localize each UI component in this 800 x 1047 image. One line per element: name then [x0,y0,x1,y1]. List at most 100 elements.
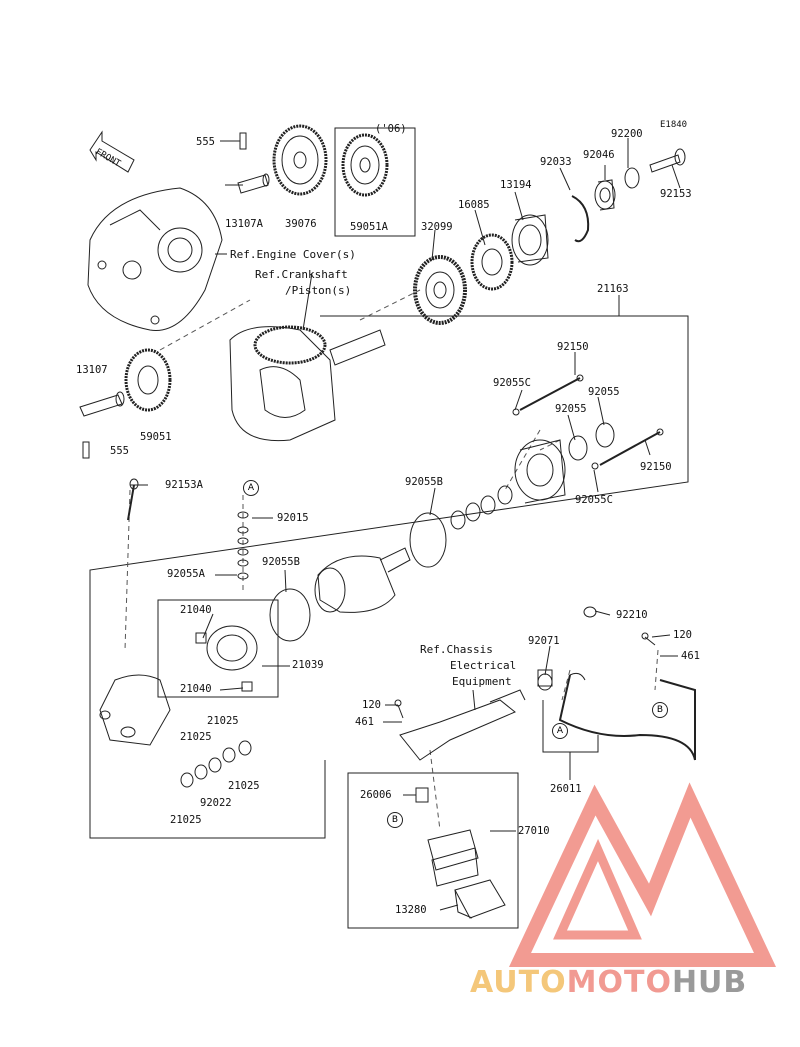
bolt-120-right [641,632,656,646]
bushing-13107 [79,391,125,417]
label-13107: 13107 [76,364,108,376]
label-120-right: 120 [673,629,692,641]
gear-59051A [341,133,389,197]
label-26011: 26011 [550,783,582,795]
label-39076: 39076 [285,218,317,230]
front-arrow-icon [89,130,135,173]
label-555-bottom: 555 [110,445,129,457]
callout-B-left: B [387,812,403,828]
group-21039-box [157,599,279,698]
year-note: ('06) [375,123,407,135]
label-92200: 92200 [611,128,643,140]
label-21025-4: 21025 [170,814,202,826]
dowel-pin-555-top [239,132,247,150]
bolt-92150-right [599,428,664,466]
label-13107A: 13107A [225,218,263,230]
label-59051: 59051 [140,431,172,443]
dowel-pin-555-bottom [82,441,90,459]
label-92055B-mid: 92055B [262,556,300,568]
label-59051A: 59051A [350,221,388,233]
label-92055-b: 92055 [555,403,587,415]
bolt-120-left [394,699,404,719]
starter-relay-harness [399,689,526,761]
callout-A-top: A [243,480,259,496]
circlip-92033 [571,195,590,243]
gear-59051 [124,348,172,412]
bolt-92153A [127,478,139,521]
ref-crankshaft-line2: /Piston(s) [285,284,352,297]
washer-92200 [624,167,640,189]
watermark-logo-icon [508,782,777,967]
o-ring-92055B-mid [269,588,311,642]
label-13280: 13280 [395,904,427,916]
watermark-hub: HUB [671,965,748,1000]
watermark-moto: MOTO [566,965,672,1000]
starter-cable-26011 [558,672,696,761]
callout-A-bottom: A [552,723,568,739]
o-ring-92055C-bottom [591,462,599,470]
ref-engine-cover: Ref.Engine Cover(s) [230,248,356,261]
label-92015: 92015 [277,512,309,524]
label-16085: 16085 [458,199,490,211]
label-21039: 21039 [292,659,324,671]
engine-cover-part [87,187,223,331]
label-92022: 92022 [200,797,232,809]
crankshaft-part [229,325,386,442]
armature-part [314,547,411,613]
shim-4 [450,510,466,530]
gear-16085 [470,233,514,291]
label-92210: 92210 [616,609,648,621]
label-92055B-top: 92055B [405,476,443,488]
group-27010-box [347,772,519,929]
bushing-13107A [237,173,270,194]
label-27010: 27010 [518,825,550,837]
gear-39076 [272,124,328,196]
label-120-left: 120 [362,699,381,711]
washers-21025 [180,740,252,788]
label-92033: 92033 [540,156,572,168]
ref-chassis-line3: Equipment [452,675,512,688]
watermark-auto: AUTO [470,965,567,1000]
label-21040-top: 21040 [180,604,212,616]
label-21163: 21163 [597,283,629,295]
ref-chassis-line2: Electrical [450,659,517,672]
label-26006: 26006 [360,789,392,801]
watermark-text: AUTOMOTOHUB [470,965,747,1000]
cover-13280 [454,879,506,919]
shim-3 [465,502,481,522]
shim-2 [480,495,496,515]
label-92153A: 92153A [165,479,203,491]
label-92055-a: 92055 [588,386,620,398]
label-92055A: 92055A [167,568,205,580]
label-92055C-bottom: 92055C [575,494,613,506]
o-ring-92055C-top [512,408,520,416]
label-21025-2: 21025 [180,731,212,743]
bolt-92153 [649,148,686,173]
clutch-13194 [511,214,549,266]
label-461-right: 461 [681,650,700,662]
group-26011-box [542,700,599,753]
group-21163-frame [89,315,689,839]
label-461-left: 461 [355,716,374,728]
plug-26006 [415,787,429,803]
bolt-92150-top [519,374,584,411]
label-92046: 92046 [583,149,615,161]
callout-B-right: B [652,702,668,718]
ref-chassis-line1: Ref.Chassis [420,643,493,656]
nut-92210 [583,606,597,618]
group-59051A-box [334,127,416,237]
cap-92071 [537,669,553,691]
label-13194: 13194 [500,179,532,191]
label-92150-right: 92150 [640,461,672,473]
label-32099: 32099 [421,221,453,233]
starter-housing-part [99,674,171,746]
o-ring-92055B-top [409,512,447,568]
relay-27010 [427,829,479,887]
label-92150-top: 92150 [557,341,589,353]
label-21025-3: 21025 [228,780,260,792]
label-555-top: 555 [196,136,215,148]
label-92071: 92071 [528,635,560,647]
brush-holder-21039 [195,625,258,692]
ref-crankshaft-line1: Ref.Crankshaft [255,268,348,281]
